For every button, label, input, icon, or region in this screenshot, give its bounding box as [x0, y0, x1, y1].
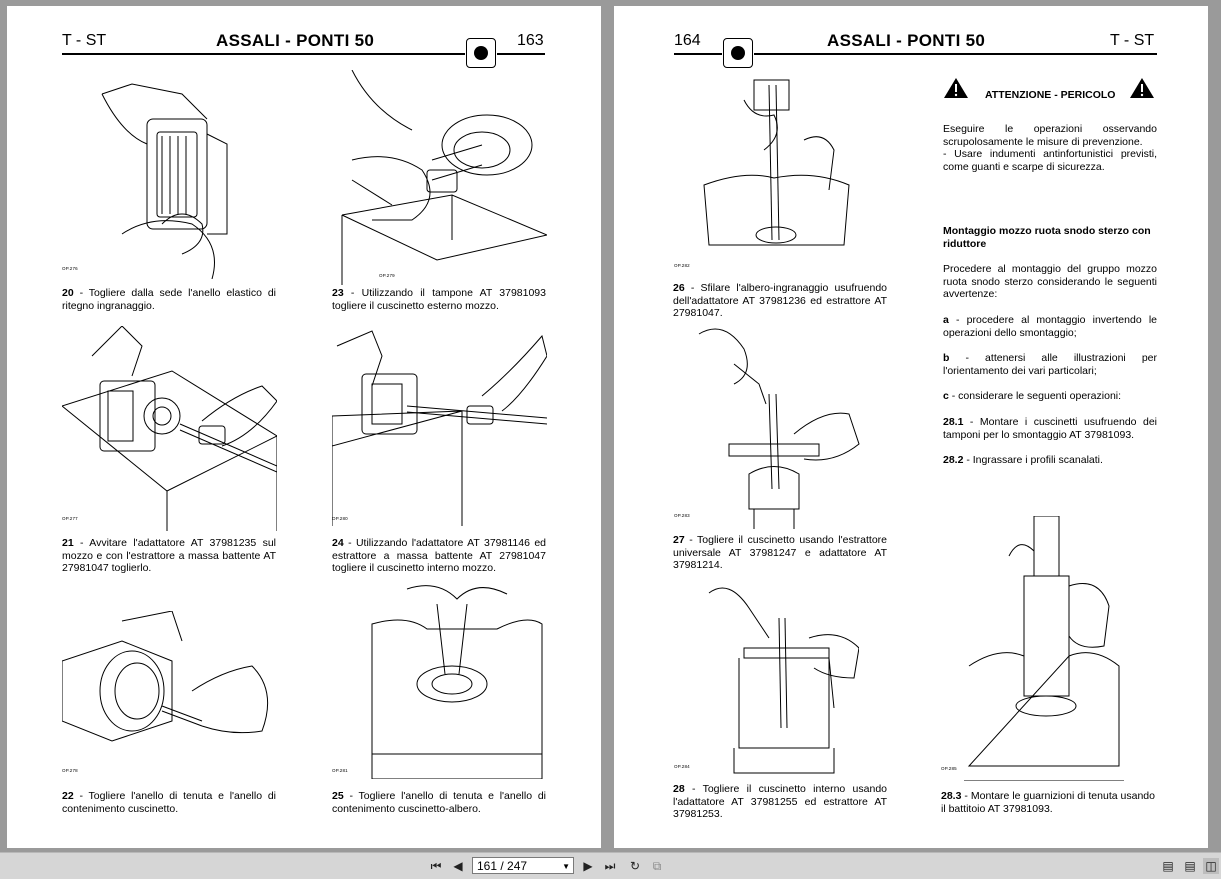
- figure-illustration: [367, 584, 547, 779]
- figure-illustration: [959, 516, 1129, 781]
- facing-view-icon[interactable]: ◫: [1203, 858, 1219, 874]
- figure-illustration: [694, 324, 864, 529]
- figure-code: OP.280: [332, 516, 348, 521]
- figure-caption: 28.3 - Montare le guarnizioni di tenuta …: [941, 790, 1155, 815]
- figure-code: OP.283: [674, 513, 690, 518]
- page-number-select[interactable]: 161 / 247▼: [472, 857, 574, 874]
- rotate-icon[interactable]: ↻: [629, 859, 641, 873]
- list-item: 28.2 - Ingrassare i profili scanalati.: [943, 454, 1103, 466]
- warning-title: ATTENZIONE - PERICOLO: [985, 89, 1116, 101]
- section-heading: Montaggio mozzo ruota snodo sterzo con r…: [943, 225, 1151, 250]
- list-item: c - considerare le seguenti operazioni:: [943, 390, 1122, 402]
- figure-caption: 25 - Togliere l'anello di tenuta e l'ane…: [332, 790, 546, 815]
- figure-caption: 26 - Sfilare l'albero-ingranaggio usufru…: [673, 282, 887, 319]
- figure-code: OP.285: [941, 766, 957, 771]
- figure-caption: 21 - Avvitare l'adattatore AT 37981235 s…: [62, 537, 276, 574]
- figure-code: OP.284: [674, 764, 690, 769]
- header-rule: [754, 53, 1157, 55]
- figure-code: OP.281: [332, 768, 348, 773]
- right-page: 164 ASSALI - PONTI 50 T - ST OP.282 26 -…: [614, 6, 1208, 848]
- logo-icon: [723, 38, 753, 68]
- page-title: ASSALI - PONTI 50: [827, 31, 986, 50]
- viewer-toolbar: ⏮ ◀ 161 / 247▼ ▶ ⏭ ↻ ⧉ ▤ ▤ ◫: [0, 852, 1221, 879]
- warning-text: Eseguire le operazioni osservando scrupo…: [943, 123, 1157, 148]
- header-rule: [497, 53, 545, 55]
- figure-caption: 22 - Togliere l'anello di tenuta e l'ane…: [62, 790, 276, 815]
- page-title: ASSALI - PONTI 50: [216, 31, 375, 50]
- header-rule: [674, 53, 722, 55]
- figure-caption: 23 - Utilizzando il tampone AT 37981093 …: [332, 287, 546, 312]
- warning-icon: [944, 78, 968, 98]
- figure-illustration: [332, 326, 547, 526]
- warning-text: - Usare indumenti antinfortunistici prev…: [943, 148, 1157, 173]
- list-item: b - attenersi alle illustrazioni per l'o…: [943, 352, 1157, 377]
- page-number: 163: [517, 32, 544, 49]
- single-page-view-icon[interactable]: ▤: [1162, 859, 1174, 873]
- figure-caption: 28 - Togliere il cuscinetto interno usan…: [673, 783, 887, 820]
- fit-page-icon[interactable]: ⧉: [652, 859, 662, 873]
- header-rule: [62, 53, 465, 55]
- body-paragraph: Procedere al montaggio del gruppo mozzo …: [943, 263, 1157, 300]
- prev-page-icon[interactable]: ◀: [453, 859, 463, 873]
- last-page-icon[interactable]: ⏭: [604, 859, 616, 873]
- figure-illustration: [62, 611, 277, 781]
- figure-illustration: [699, 578, 859, 778]
- figure-caption: 24 - Utilizzando l'adattatore AT 3798114…: [332, 537, 546, 574]
- first-page-icon[interactable]: ⏮: [430, 859, 442, 873]
- figure-illustration: [62, 74, 277, 279]
- list-item: a - procedere al montaggio invertendo le…: [943, 314, 1157, 339]
- logo-icon: [466, 38, 496, 68]
- figure-code: OP.276: [62, 266, 78, 271]
- page-number: 164: [674, 32, 701, 49]
- continuous-view-icon[interactable]: ▤: [1184, 859, 1196, 873]
- figure-code: OP.278: [62, 768, 78, 773]
- section-label: T - ST: [1110, 32, 1155, 49]
- figure-caption: 27 - Togliere il cuscinetto usando l'est…: [673, 534, 887, 571]
- figure-illustration: [332, 70, 547, 285]
- figure-illustration: [684, 70, 859, 265]
- figure-code: OP.282: [674, 263, 690, 268]
- figure-code: OP.277: [62, 516, 78, 521]
- warning-icon: [1130, 78, 1154, 98]
- left-page: T - ST ASSALI - PONTI 50 163 OP.276 20 -…: [7, 6, 601, 848]
- list-item: 28.1 - Montare i cuscinetti usufruendo d…: [943, 416, 1157, 441]
- section-label: T - ST: [62, 32, 107, 49]
- figure-illustration: [62, 326, 277, 531]
- next-page-icon[interactable]: ▶: [583, 859, 593, 873]
- figure-code: OP.279: [379, 273, 395, 278]
- figure-caption: 20 - Togliere dalla sede l'anello elasti…: [62, 287, 276, 312]
